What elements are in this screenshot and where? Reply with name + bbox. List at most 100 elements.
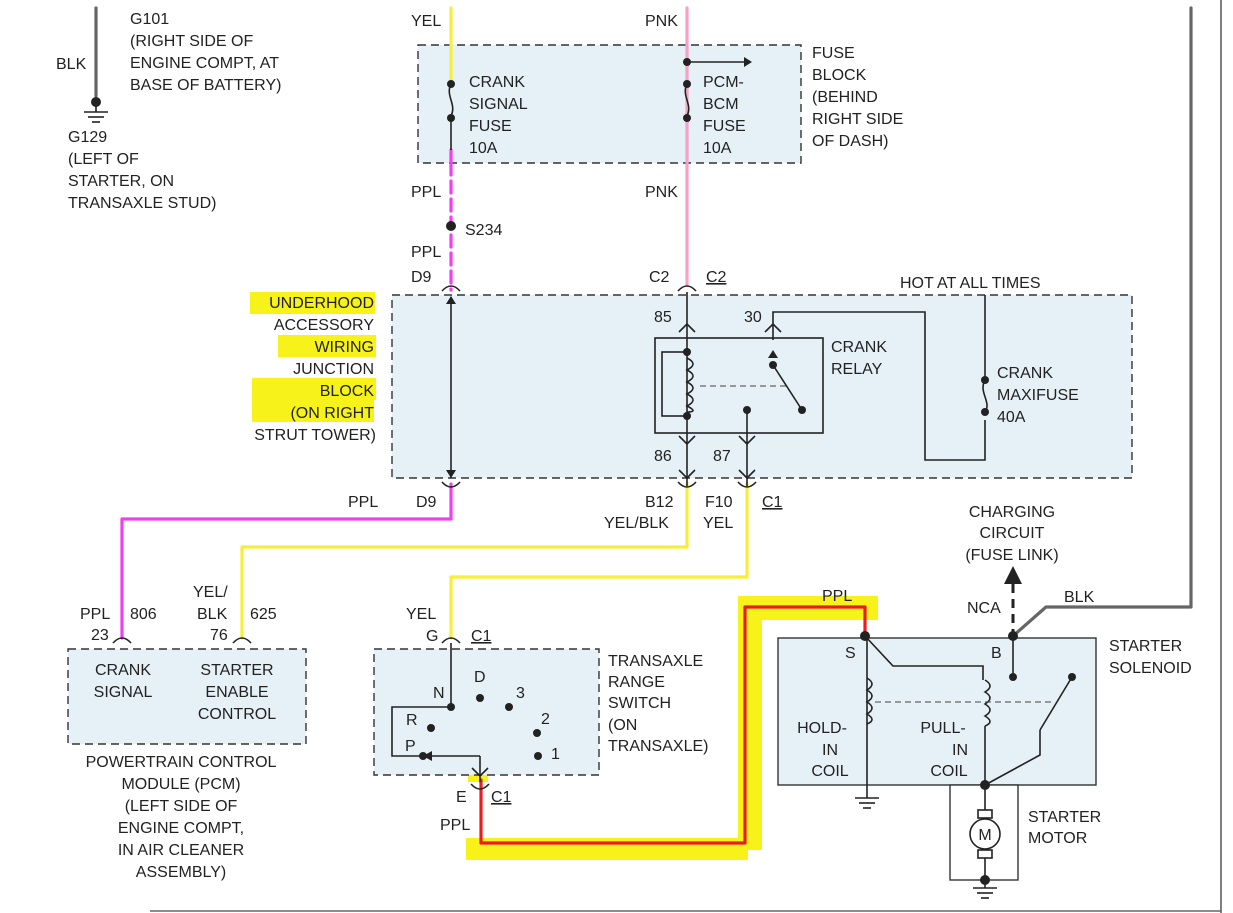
starter-enable-label-3: CONTROL xyxy=(198,706,276,723)
wire-ppl-pcm xyxy=(120,482,453,640)
pin-c2-a: C2 xyxy=(649,269,670,286)
pull-in-label-2: IN xyxy=(952,742,968,759)
terminal-s: S xyxy=(845,645,856,662)
junction-label-3: WIRING xyxy=(314,339,374,356)
pcm-pin-23: 23 xyxy=(91,627,109,644)
fuse-block-label-5: OF DASH) xyxy=(812,133,888,150)
splice-s234-label: S234 xyxy=(465,222,502,239)
pcm-fuse-label-3: FUSE xyxy=(703,118,746,135)
charging-label-1: CHARGING xyxy=(969,504,1055,521)
range-label-2: RANGE xyxy=(608,674,665,691)
hold-in-label-1: HOLD- xyxy=(797,720,847,737)
splice-ppl-label: PPL xyxy=(411,244,441,261)
crank-signal-label-1: CRANK xyxy=(95,662,151,679)
starter-motor-label-1: STARTER xyxy=(1028,809,1101,826)
crank-relay-label-1: CRANK xyxy=(831,339,887,356)
pcm-wire-blk: BLK xyxy=(197,606,228,623)
g129-label-3: STARTER, ON xyxy=(68,173,174,190)
wire-yel-blk-label: YEL/BLK xyxy=(604,515,669,532)
nca-label: NCA xyxy=(967,600,1001,617)
maxifuse-label-3: 40A xyxy=(997,409,1026,426)
pcm-box xyxy=(67,648,307,745)
junction-label-2: ACCESSORY xyxy=(274,317,375,334)
hold-in-label-2: IN xyxy=(822,742,838,759)
wire-blk-battery xyxy=(1011,6,1193,638)
pcm-pin-76-bump xyxy=(232,637,252,644)
solenoid-internals xyxy=(855,631,1076,809)
fuse-block-box xyxy=(417,44,802,164)
range-wire-yel: YEL xyxy=(406,606,436,623)
pull-in-label-3: COIL xyxy=(930,763,967,780)
range-label-1: TRANSAXLE xyxy=(608,653,703,670)
range-switch-box xyxy=(373,648,600,776)
pin-d9-top: D9 xyxy=(411,269,432,286)
crank-fuse-label-2: SIGNAL xyxy=(469,96,528,113)
range-conn-c1-bottom: C1 xyxy=(491,789,512,806)
wire-yel-blk-pcm xyxy=(240,482,689,640)
starter-motor-label-2: MOTOR xyxy=(1028,830,1087,847)
g101-label-1: G101 xyxy=(130,11,169,28)
junction-label-7: STRUT TOWER) xyxy=(254,427,376,444)
range-label-3: SWITCH xyxy=(608,695,671,712)
hold-in-label-3: COIL xyxy=(811,763,848,780)
range-pos-1: 1 xyxy=(551,746,560,763)
hot-at-all-times: HOT AT ALL TIMES xyxy=(900,275,1041,292)
junction-label-6: (ON RIGHT xyxy=(290,405,374,422)
range-pos-r: R xyxy=(406,712,418,729)
pin-87: 87 xyxy=(713,448,731,465)
range-pos-3: 3 xyxy=(516,685,525,702)
starter-motor-internals xyxy=(969,785,1001,899)
maxifuse-label-1: CRANK xyxy=(997,365,1053,382)
pcm-fuse-label-2: BCM xyxy=(703,96,739,113)
starter-enable-label-1: STARTER xyxy=(200,662,273,679)
junction-internals xyxy=(441,285,989,488)
pcm-circuit-806: 806 xyxy=(130,606,157,623)
junction-label-1: UNDERHOOD xyxy=(269,295,374,312)
range-pos-n: N xyxy=(433,685,445,702)
pin-b12: B12 xyxy=(645,494,674,511)
wire-pnk-bottom-label: PNK xyxy=(645,184,678,201)
wire-blk-battery-label: BLK xyxy=(1064,589,1095,606)
junction-label-4: JUNCTION xyxy=(293,361,374,378)
motor-symbol: M xyxy=(978,827,991,844)
pcm-label-5: IN AIR CLEANER xyxy=(118,842,244,859)
range-pos-p: P xyxy=(405,738,416,755)
g129-label-1: G129 xyxy=(68,129,107,146)
pin-d9-bottom: D9 xyxy=(416,494,437,511)
crank-fuse-label-1: CRANK xyxy=(469,74,525,91)
pull-in-label-1: PULL- xyxy=(920,720,965,737)
pcm-label-3: (LEFT SIDE OF xyxy=(125,798,238,815)
crank-fuse-label-3: FUSE xyxy=(469,118,512,135)
wire-ppl-fuse-label: PPL xyxy=(411,184,441,201)
range-pin-e: E xyxy=(456,789,467,806)
range-label-4: (ON xyxy=(608,717,637,734)
fuse-block-label-1: FUSE xyxy=(812,45,855,62)
g101-label-4: BASE OF BATTERY) xyxy=(130,77,281,94)
wire-ppl-solenoid xyxy=(479,605,867,845)
charging-arrow xyxy=(1004,566,1022,636)
ground-g129-symbol xyxy=(84,97,108,123)
g129-label-2: (LEFT OF xyxy=(68,151,139,168)
fuse-block-label-2: BLOCK xyxy=(812,67,867,84)
pcm-wire-ppl: PPL xyxy=(80,606,110,623)
fuse-block-label-3: (BEHIND xyxy=(812,89,878,106)
pcm-circuit-625: 625 xyxy=(250,606,277,623)
crank-relay-box xyxy=(654,337,824,434)
wire-ppl-jb-label: PPL xyxy=(348,494,378,511)
pcm-fuse-label-4: 10A xyxy=(703,140,732,157)
wires xyxy=(94,0,1222,913)
g101-label-2: (RIGHT SIDE OF xyxy=(130,33,253,50)
pcm-wire-yel: YEL/ xyxy=(193,584,228,601)
wire-yel-jb-label: YEL xyxy=(703,515,733,532)
pcm-label-2: MODULE (PCM) xyxy=(121,776,240,793)
maxifuse-label-2: MAXIFUSE xyxy=(997,387,1079,404)
pin-c2-b: C2 xyxy=(706,269,727,286)
pin-30: 30 xyxy=(744,309,762,326)
pcm-label-6: ASSEMBLY) xyxy=(136,864,226,881)
pin-86: 86 xyxy=(654,448,672,465)
range-wire-ppl: PPL xyxy=(440,817,470,834)
wire-pnk-top-label: PNK xyxy=(645,13,678,30)
pcm-label-4: ENGINE COMPT, xyxy=(118,820,244,837)
pin-f10: F10 xyxy=(705,494,733,511)
